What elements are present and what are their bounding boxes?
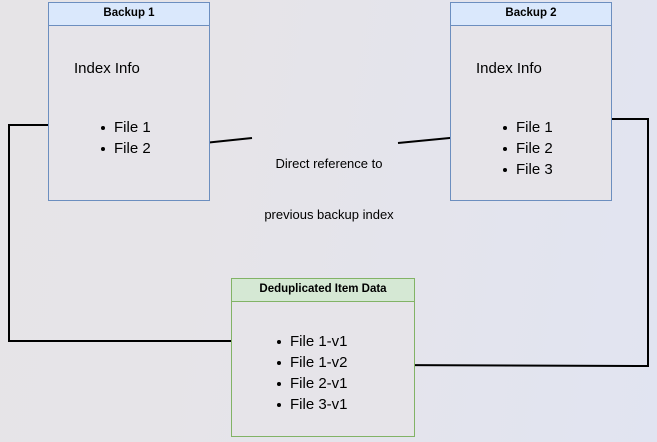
list-item: File 2-v1 bbox=[276, 373, 348, 394]
backup-2-body: Index Info File 1 File 2 File 3 bbox=[451, 26, 611, 200]
backup-2-header: Backup 2 bbox=[451, 3, 611, 26]
backup-1-body: Index Info File 1 File 2 bbox=[49, 26, 209, 200]
deduplicated-item-data-body: File 1-v1 File 1-v2 File 2-v1 File 3-v1 bbox=[232, 302, 414, 436]
list-item: File 3-v1 bbox=[276, 394, 348, 415]
direct-reference-edge-label: Direct reference to previous backup inde… bbox=[249, 121, 409, 257]
deduplicated-item-data-header: Deduplicated Item Data bbox=[232, 279, 414, 302]
backup-1-index-info-label: Index Info bbox=[74, 60, 140, 77]
deduplicated-file-list: File 1-v1 File 1-v2 File 2-v1 File 3-v1 bbox=[276, 331, 348, 415]
list-item: File 2 bbox=[502, 138, 553, 159]
backup-2-file-list: File 1 File 2 File 3 bbox=[502, 117, 553, 180]
list-item: File 1-v1 bbox=[276, 331, 348, 352]
backup-1-file-list: File 1 File 2 bbox=[100, 117, 151, 159]
backup-1-box[interactable]: Backup 1 Index Info File 1 File 2 bbox=[48, 2, 210, 201]
list-item: File 1-v2 bbox=[276, 352, 348, 373]
list-item: File 2 bbox=[100, 138, 151, 159]
backup-1-header: Backup 1 bbox=[49, 3, 209, 26]
direct-reference-line-2: previous backup index bbox=[264, 207, 394, 222]
backup-2-box[interactable]: Backup 2 Index Info File 1 File 2 File 3 bbox=[450, 2, 612, 201]
direct-reference-line-1: Direct reference to bbox=[275, 156, 383, 171]
list-item: File 3 bbox=[502, 159, 553, 180]
list-item: File 1 bbox=[502, 117, 553, 138]
backup-2-index-info-label: Index Info bbox=[476, 60, 542, 77]
list-item: File 1 bbox=[100, 117, 151, 138]
deduplicated-item-data-box[interactable]: Deduplicated Item Data File 1-v1 File 1-… bbox=[231, 278, 415, 437]
